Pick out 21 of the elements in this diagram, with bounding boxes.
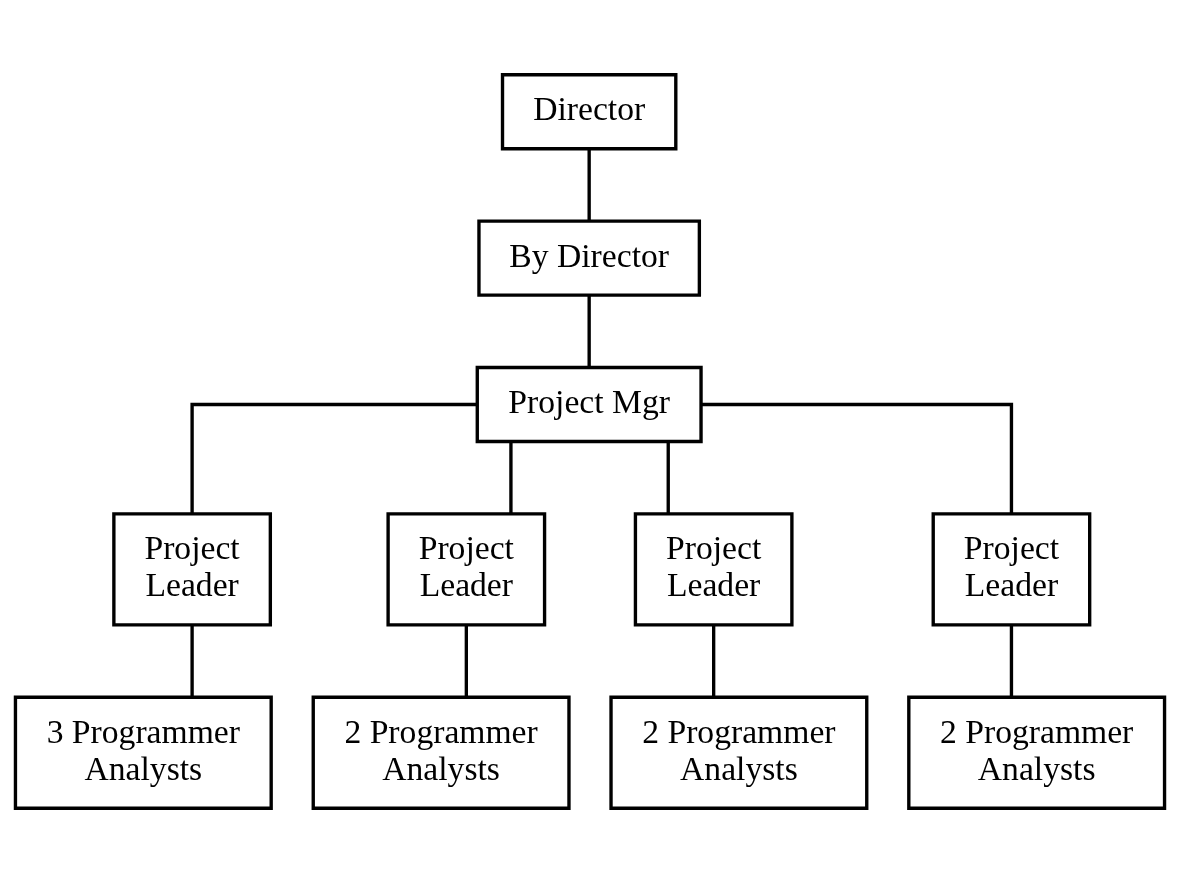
node-box: Director <box>500 72 678 150</box>
node-box: Project Leader <box>386 511 547 627</box>
connector <box>587 148 591 221</box>
connector <box>701 402 1014 514</box>
node-box: 2 Programmer Analysts <box>907 695 1167 810</box>
connector <box>464 624 468 697</box>
connector <box>666 441 670 513</box>
connector <box>190 624 194 697</box>
connector <box>712 624 716 697</box>
node-box: Project Leader <box>931 511 1092 627</box>
node-box: 3 Programmer Analysts <box>13 695 273 810</box>
node-box: Project Leader <box>633 511 794 627</box>
connector <box>509 441 513 513</box>
node-box: By Director <box>477 218 702 297</box>
node-box: Project Mgr <box>475 365 703 443</box>
connector <box>190 402 477 514</box>
connector <box>587 295 591 367</box>
node-box: Project Leader <box>112 511 272 627</box>
connector <box>1009 624 1014 697</box>
node-box: 2 Programmer Analysts <box>609 695 869 810</box>
node-box: 2 Programmer Analysts <box>311 695 571 810</box>
